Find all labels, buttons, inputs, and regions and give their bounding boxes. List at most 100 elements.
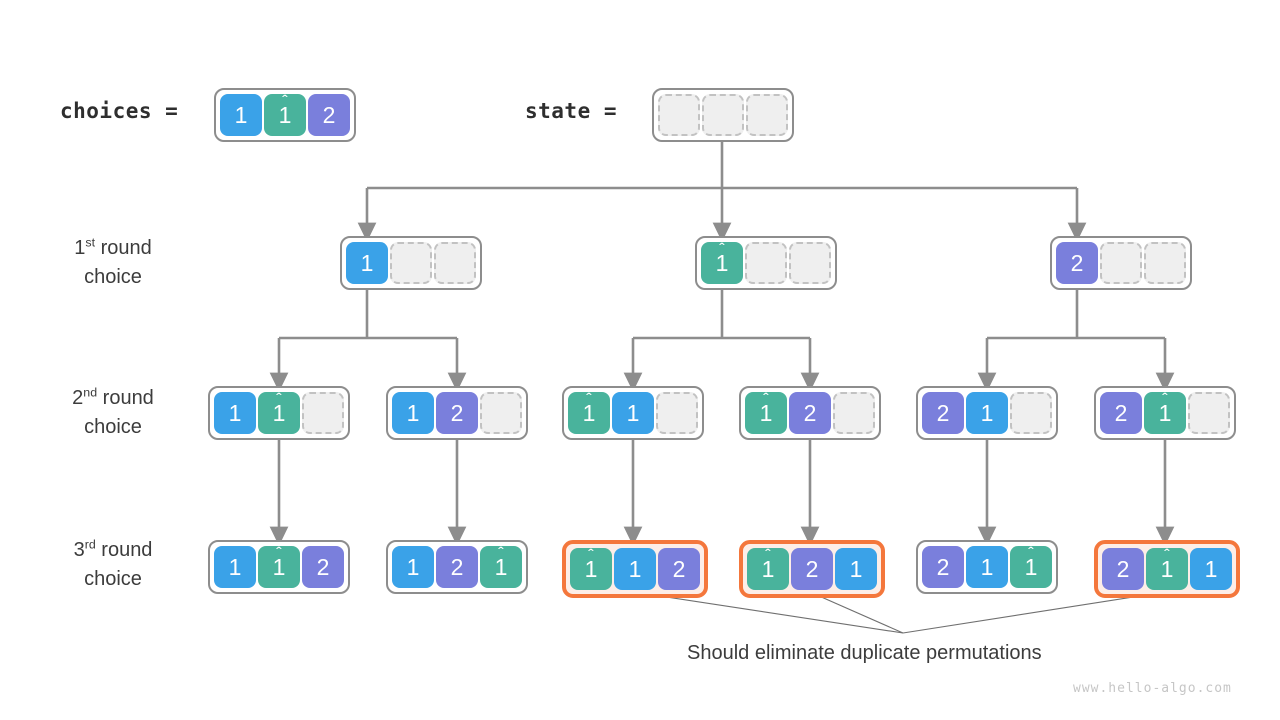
digit: 1 xyxy=(272,553,286,580)
level3-node-1-cell-1-value-2: 2 xyxy=(436,546,478,588)
level1-node-0-cell-1-empty xyxy=(390,242,432,284)
caret-icon: ˆ xyxy=(498,543,504,563)
caret-icon: ˆ xyxy=(586,389,592,409)
level2-node-1-cell-0-value-1: 1 xyxy=(392,392,434,434)
level2-node-0-cell-2-empty xyxy=(302,392,344,434)
row-2-word: round xyxy=(102,387,154,409)
level1-node-0-cell-0-value-1: 1 xyxy=(346,242,388,284)
level2-node-5-cell-2-empty xyxy=(1188,392,1230,434)
level3-node-4-cell-1-value-1: 1 xyxy=(966,546,1008,588)
digit: 1 xyxy=(494,553,508,580)
state-cell-0-empty xyxy=(658,94,700,136)
duplicate-annotation: Should eliminate duplicate permutations xyxy=(687,642,1042,664)
level2-node-3-cell-2-empty xyxy=(833,392,875,434)
digit: 1 xyxy=(584,555,598,582)
level2-node-3-cell-1-value-2: 2 xyxy=(789,392,831,434)
caret-icon: ˆ xyxy=(719,239,725,259)
digit: 1 xyxy=(761,555,775,582)
level1-node-1-cell-2-empty xyxy=(789,242,831,284)
level3-node-0-cell-2-value-2: 2 xyxy=(302,546,344,588)
digit: 1 xyxy=(759,399,773,426)
row-1-line2: choice xyxy=(84,266,142,288)
level3-node-5-cell-0-value-2: 2 xyxy=(1102,548,1144,590)
level1-node-0-cell-2-empty xyxy=(434,242,476,284)
row-1-word: round xyxy=(100,237,152,259)
level2-node-4-cell-0-value-2: 2 xyxy=(922,392,964,434)
level2-node-1-cell-2-empty xyxy=(480,392,522,434)
row-3-number: 3 xyxy=(73,539,85,561)
caret-icon: ˆ xyxy=(588,545,594,565)
caret-icon: ˆ xyxy=(1028,543,1034,563)
callout-leader-1 xyxy=(809,591,904,634)
callout-leaders xyxy=(633,591,1166,634)
level3-node-5-cell-2-value-1: 1 xyxy=(1190,548,1232,590)
level3-node-0-cell-0-value-1: 1 xyxy=(214,546,256,588)
choices-cell-2-value-2: 2 xyxy=(308,94,350,136)
level2-node-5-cell-0-value-2: 2 xyxy=(1100,392,1142,434)
digit: 1 xyxy=(1158,399,1172,426)
level1-node-1-cell-1-empty xyxy=(745,242,787,284)
row-3-ordinal: rd xyxy=(84,537,96,552)
state-cell-2-empty xyxy=(746,94,788,136)
level2-node-4-cell-2-empty xyxy=(1010,392,1052,434)
caret-icon: ˆ xyxy=(1164,545,1170,565)
caret-icon: ˆ xyxy=(282,91,288,111)
row-1-ordinal: st xyxy=(85,235,96,250)
level1-node-2-cell-1-empty xyxy=(1100,242,1142,284)
choices-label: choices = xyxy=(60,99,179,123)
row-2-ordinal: nd xyxy=(83,385,98,400)
row-2-line2: choice xyxy=(84,416,142,438)
state-array xyxy=(652,88,794,142)
row-3-line2: choice xyxy=(84,568,142,590)
level1-node-2-cell-2-empty xyxy=(1144,242,1186,284)
level1-node-0: 1 xyxy=(340,236,482,290)
row-label-round-2: 2nd round choice xyxy=(33,384,193,442)
level3-node-2-cell-1-value-1: 1 xyxy=(614,548,656,590)
digit: 1 xyxy=(1024,553,1038,580)
state-cell-1-empty xyxy=(702,94,744,136)
digit: 1 xyxy=(1160,555,1174,582)
level2-node-1-cell-1-value-2: 2 xyxy=(436,392,478,434)
row-1-number: 1 xyxy=(74,237,86,259)
caret-icon: ˆ xyxy=(763,389,769,409)
level2-node-4-cell-1-value-1: 1 xyxy=(966,392,1008,434)
watermark: www.hello-algo.com xyxy=(1073,681,1232,696)
level3-node-3-cell-2-value-1: 1 xyxy=(835,548,877,590)
digit: 1 xyxy=(715,249,729,276)
digit: 1 xyxy=(278,101,292,128)
row-label-round-1: 1st round choice xyxy=(33,234,193,292)
